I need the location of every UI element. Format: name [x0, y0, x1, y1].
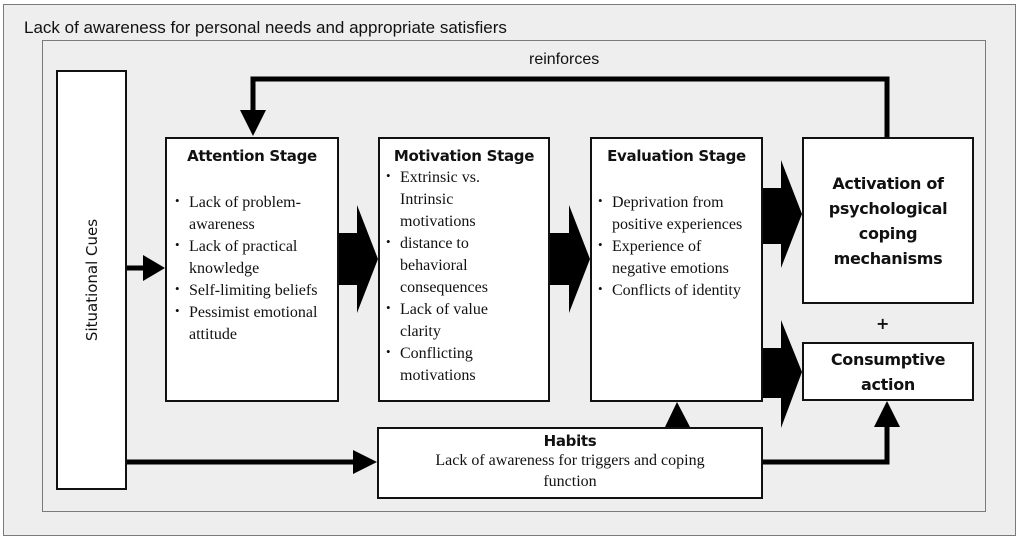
list-item: Pessimist emotional attitude	[169, 300, 319, 346]
list-item: distance to behavioral consequences	[380, 231, 520, 299]
list-item: Extrinsic vs. Intrinsic motivations	[380, 165, 520, 233]
evaluation-stage-list: Deprivation from positive experiences Ex…	[592, 190, 757, 302]
motivation-stage-title: Motivation Stage	[393, 147, 535, 165]
list-item: Conflicting motivations	[380, 341, 520, 387]
motivation-stage-box: Motivation Stage Extrinsic vs. Intrinsic…	[378, 137, 550, 402]
habits-text: Lack of awareness for triggers and copin…	[435, 452, 705, 490]
habits-box: Habits Lack of awareness for triggers an…	[377, 427, 763, 499]
attention-stage-box: Attention Stage Lack of problem-awarenes…	[165, 137, 339, 402]
plus-sign: +	[876, 314, 890, 333]
list-item: Lack of practical knowledge	[169, 234, 319, 280]
evaluation-stage-box: Evaluation Stage Deprivation from positi…	[590, 137, 763, 402]
consumptive-action-label: Consumptive action	[830, 349, 946, 394]
list-item: Conflicts of identity	[592, 278, 757, 302]
situational-cues-box: Situational Cues	[56, 70, 127, 490]
activation-coping-label: Activation of psychological coping mecha…	[828, 173, 948, 268]
outer-frame-title: Lack of awareness for personal needs and…	[24, 18, 507, 37]
attention-stage-title: Attention Stage	[187, 147, 317, 165]
attention-stage-list: Lack of problem-awareness Lack of practi…	[167, 190, 319, 346]
motivation-stage-list: Extrinsic vs. Intrinsic motivations dist…	[380, 165, 520, 387]
evaluation-stage-title: Evaluation Stage	[607, 147, 746, 165]
reinforces-label: reinforces	[529, 51, 600, 68]
list-item: Lack of value clarity	[380, 297, 520, 343]
list-item: Self-limiting beliefs	[169, 278, 319, 302]
consumptive-action-box: Consumptive action	[802, 342, 974, 401]
situational-cues-label: Situational Cues	[82, 218, 101, 342]
list-item: Deprivation from positive experiences	[592, 190, 757, 236]
list-item: Lack of problem-awareness	[169, 190, 319, 236]
list-item: Experience of negative emotions	[592, 234, 757, 280]
habits-title: Habits	[543, 432, 597, 450]
activation-coping-box: Activation of psychological coping mecha…	[802, 137, 974, 304]
